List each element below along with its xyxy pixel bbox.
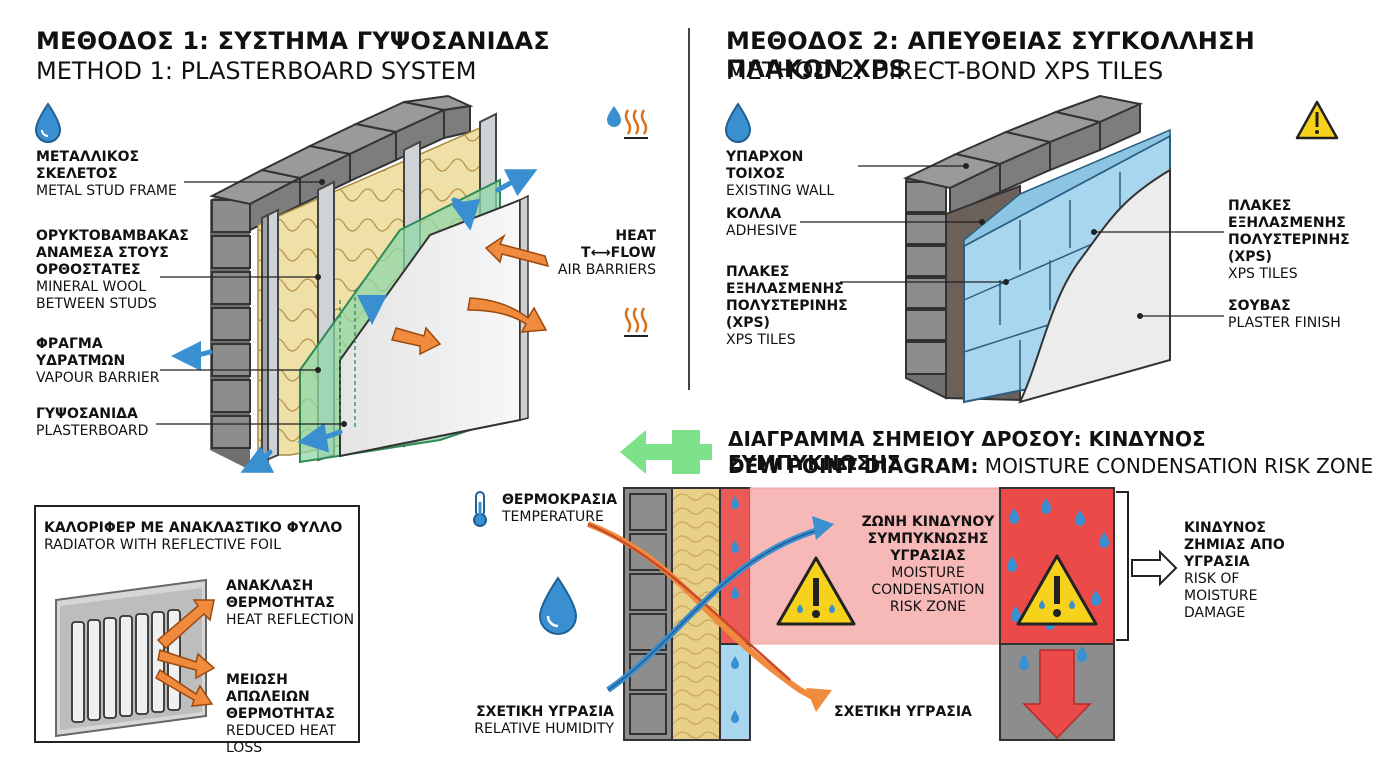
thermometer-icon: [473, 491, 487, 527]
label-risk-zone: ΖΩΝΗ ΚΙΝΔΥΝΟΥ ΣΥΜΠΥΚΝΩΣΗΣ ΥΓΡΑΣΙΑΣ MOIST…: [860, 514, 996, 616]
label-en: METAL STUD FRAME: [36, 183, 177, 199]
label-gr: ΚΙΝΔΥΝΟΣ ΖΗΜΙΑΣ ΑΠΟ ΥΓΡΑΣΙΑ: [1184, 520, 1285, 570]
warning-icon: [1295, 100, 1339, 140]
dewpoint-title-en-rest: MOISTURE CONDENSATION RISK ZONE: [978, 454, 1374, 478]
label-xps-right: ΠΛΑΚΕΣ ΕΞΗΛΑΣΜΕΝΗΣ ΠΟΛΥΣΤΕΡΙΝΗΣ (XPS) XP…: [1228, 198, 1358, 283]
label-gr: ΣΧΕΤΙΚΗ ΥΓΡΑΣΙΑ: [834, 704, 972, 720]
label-plaster-finish: ΣΟΥΒΑΣ PLASTER FINISH: [1228, 298, 1358, 332]
label-en: TEMPERATURE: [502, 509, 604, 525]
method2-wall-diagram: [800, 94, 1224, 404]
label-adhesive: ΚΟΛΛΑ ADHESIVE: [726, 206, 846, 240]
water-drop-icon: [34, 102, 62, 143]
method2-title-en: METHOD 2: DIRECT-BOND XPS TILES: [726, 57, 1164, 85]
label-en: VAPOUR BARRIER: [36, 370, 160, 386]
method1-title-en: METHOD 1: PLASTERBOARD SYSTEM: [36, 57, 477, 85]
label-mineral-wool: ΟΡΥΚΤΟΒΑΜΒΑΚΑΣ ΑΝΑΜΕΣΑ ΣΤΟΥΣ ΟΡΘΟΣΤΑΤΕΣ …: [36, 228, 189, 313]
section-divider: [688, 28, 690, 390]
water-drop-icon: [538, 576, 578, 635]
label-gr: ΜΕΤΑΛΛΙΚΟΣ ΣΚΕΛΕΤΟΣ: [36, 149, 140, 182]
label-gr: ΘΕΡΜΟΚΡΑΣΙΑ: [502, 492, 618, 508]
label-en: PLASTER FINISH: [1228, 315, 1341, 331]
label-en: XPS TILES: [1228, 266, 1298, 282]
label-en: AIR BARRIERS: [557, 262, 656, 278]
radiator-title-gr: ΚΑΛΟΡΙΦΕΡ ΜΕ ΑΝΑΚΛΑΣΤΙΚΟ ΦΥΛΛΟ: [44, 520, 343, 536]
dewpoint-title-en-bold: DEW POINT DIAGRAM:: [728, 454, 979, 478]
label-en: ADHESIVE: [726, 223, 798, 239]
label-metal-stud: ΜΕΤΑΛΛΙΚΟΣ ΣΚΕΛΕΤΟΣ METAL STUD FRAME: [36, 149, 186, 200]
radiator-title-en: RADIATOR WITH REFLECTIVE FOIL: [44, 537, 281, 553]
label-relative-humidity-right: ΣΧΕΤΙΚΗ ΥΓΡΑΣΙΑ: [834, 704, 974, 721]
warning-icon: [1016, 554, 1098, 626]
label-gr: ΚΟΛΛΑ: [726, 206, 782, 222]
label-gr: ΓΥΨΟΣΑΝΙΔΑ: [36, 406, 138, 422]
label-relative-humidity: ΣΧΕΤΙΚΗ ΥΓΡΑΣΙΑ RELATIVE HUMIDITY: [474, 704, 614, 738]
label-en: REDUCED HEAT LOSS: [226, 723, 336, 756]
label-reduced-loss: ΜΕΙΩΣΗ ΑΠΩΛΕΙΩΝ ΘΕΡΜΟΤΗΤΑΣ REDUCED HEAT …: [226, 672, 356, 757]
dewpoint-title-en: DEW POINT DIAGRAM: MOISTURE CONDENSATION…: [728, 454, 1373, 478]
label-en: EXISTING WALL: [726, 183, 835, 199]
label-en: MINERAL WOOL BETWEEN STUDS: [36, 279, 157, 312]
method2-title-gr: ΜΕΘΟΔΟΣ 2: ΑΠΕΥΘΕΙΑΣ ΣΥΓΚΟΛΛΗΣΗ ΠΛΑΚΩΝ X…: [726, 27, 1255, 83]
label-gr: HEAT T⟷FLOW: [581, 228, 656, 261]
label-en: RISK OF MOISTURE DAMAGE: [1184, 571, 1258, 621]
dewpoint-title-gr: ΔΙΑΓΡΑΜΜΑ ΣΗΜΕΙΟΥ ΔΡΟΣΟΥ: ΚΙΝΔΥΝΟΣ ΣΥΜΠΥ…: [728, 427, 1206, 475]
radiator-title: ΚΑΛΟΡΙΦΕΡ ΜΕ ΑΝΑΚΛΑΣΤΙΚΟ ΦΥΛΛΟ RADIATOR …: [44, 520, 354, 554]
method1-title-gr: ΜΕΘΟΔΟΣ 1: ΣΥΣΤΗΜΑ ΓΥΨΟΣΑΝΙΔΑΣ: [36, 27, 550, 55]
heat-flow-arrows: [391, 233, 550, 356]
label-gr: ΜΕΙΩΣΗ ΑΠΩΛΕΙΩΝ ΘΕΡΜΟΤΗΤΑΣ: [226, 672, 335, 722]
label-gr: ΣΧΕΤΙΚΗ ΥΓΡΑΣΙΑ: [476, 704, 614, 720]
label-heat-flow: HEAT T⟷FLOW AIR BARRIERS: [546, 228, 656, 279]
label-en: RELATIVE HUMIDITY: [474, 721, 614, 737]
label-en: MOISTURE CONDENSATION RISK ZONE: [871, 565, 985, 615]
label-gr: ΠΛΑΚΕΣ ΕΞΗΛΑΣΜΕΝΗΣ ΠΟΛΥΣΤΕΡΙΝΗΣ (XPS): [1228, 198, 1350, 265]
air-flow-arrows: [171, 169, 538, 473]
plaster-finish: [1018, 168, 1171, 404]
heat-waves-icon: [624, 109, 648, 139]
heat-waves-icon: [624, 307, 648, 337]
dew-point-diagram: [586, 487, 1178, 741]
label-heat-reflection: ΑΝΑΚΛΑΣΗ ΘΕΡΜΟΤΗΤΑΣ HEAT REFLECTION: [226, 578, 356, 629]
label-gr: ΥΠΑΡΧΟΝ ΤΟΙΧΟΣ: [726, 149, 804, 182]
label-gr: ΑΝΑΚΛΑΣΗ ΘΕΡΜΟΤΗΤΑΣ: [226, 578, 335, 611]
label-plasterboard: ΓΥΨΟΣΑΝΙΔΑ PLASTERBOARD: [36, 406, 166, 440]
label-en: PLASTERBOARD: [36, 423, 149, 439]
label-xps-left: ΠΛΑΚΕΣ ΕΞΗΛΑΣΜΕΝΗΣ ΠΟΛΥΣΤΕΡΙΝΗΣ (XPS) XP…: [726, 264, 886, 349]
method1-wall-diagram: [156, 94, 550, 473]
water-drop-icon: [724, 102, 752, 143]
label-en: XPS TILES: [726, 332, 796, 348]
label-gr: ΣΟΥΒΑΣ: [1228, 298, 1291, 314]
label-moisture-damage: ΚΙΝΔΥΝΟΣ ΖΗΜΙΑΣ ΑΠΟ ΥΓΡΑΣΙΑ RISK OF MOIS…: [1184, 520, 1296, 622]
label-gr: ΠΛΑΚΕΣ ΕΞΗΛΑΣΜΕΝΗΣ ΠΟΛΥΣΤΕΡΙΝΗΣ (XPS): [726, 264, 848, 331]
label-existing-wall: ΥΠΑΡΧΟΝ ΤΟΙΧΟΣ EXISTING WALL: [726, 149, 866, 200]
label-gr: ΖΩΝΗ ΚΙΝΔΥΝΟΥ ΣΥΜΠΥΚΝΩΣΗΣ ΥΓΡΑΣΙΑΣ: [861, 514, 995, 564]
label-vapour-barrier: ΦΡΑΓΜΑ ΥΔΡΑΤΜΩΝ VAPOUR BARRIER: [36, 336, 166, 387]
label-temperature: ΘΕΡΜΟΚΡΑΣΙΑ TEMPERATURE: [502, 492, 622, 526]
radiator-illustration: [55, 578, 216, 738]
warning-icon: [776, 556, 856, 626]
water-drop-icon: [607, 106, 621, 127]
radiator-panel: [34, 505, 360, 743]
green-arrow-icon: [620, 430, 712, 474]
label-gr: ΦΡΑΓΜΑ ΥΔΡΑΤΜΩΝ: [36, 336, 126, 369]
label-gr: ΟΡΥΚΤΟΒΑΜΒΑΚΑΣ ΑΝΑΜΕΣΑ ΣΤΟΥΣ ΟΡΘΟΣΤΑΤΕΣ: [36, 228, 189, 278]
label-en: HEAT REFLECTION: [226, 612, 355, 628]
